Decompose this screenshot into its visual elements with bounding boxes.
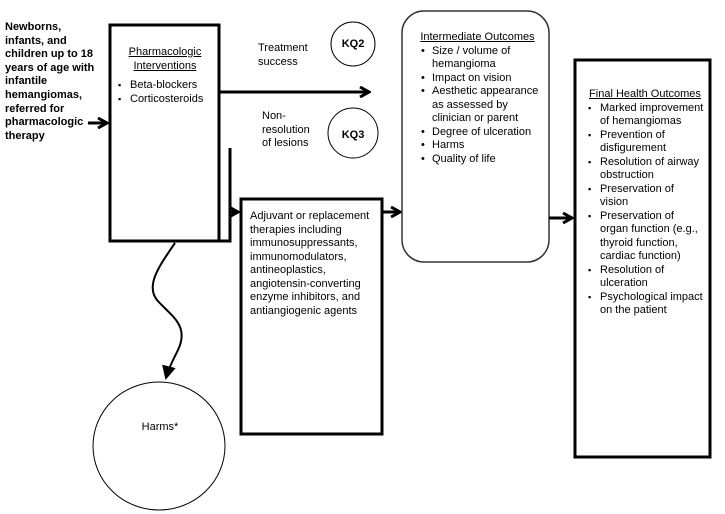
final-outcome-item: Preservation of vision — [586, 183, 704, 210]
intermediate-outcome-item: Impact on vision — [418, 72, 540, 86]
pharmacologic-box-content: Pharmacologic Interventions Beta-blocker… — [112, 46, 218, 106]
adjuvant-therapies-box — [239, 197, 384, 436]
final-outcome-item: Psychological impact on the patient — [586, 291, 704, 318]
harms-arrow — [151, 242, 183, 380]
pharmacologic-list: Beta-blockers Corticosteroids — [112, 79, 218, 106]
intermediate-outcome-item: Quality of life — [418, 153, 540, 167]
final-outcome-item: Marked improvement of hemangiomas — [586, 102, 704, 129]
pharmacologic-title: Pharmacologic Interventions — [128, 46, 202, 72]
final-health-outcomes-list: Marked improvement of hemangiomas Preven… — [586, 102, 704, 318]
non-resolution-connector — [219, 208, 232, 243]
final-outcome-item: Prevention of disfigurement — [586, 129, 704, 156]
harms-label: Harms* — [141, 421, 179, 433]
treatment-success-label: Treatment success — [258, 42, 308, 68]
population-label: Newborns, infants, and children up to 18… — [5, 21, 95, 142]
intermediate-outcome-item: Harms — [418, 139, 540, 153]
intermediate-outcomes-list: Size / volume of hemangioma Impact on vi… — [410, 45, 540, 167]
final-outcome-item: Resolution of airway obstruction — [586, 156, 704, 183]
kq2-label: KQ2 — [341, 38, 365, 50]
kq2-circle — [330, 21, 376, 67]
intermediate-outcomes-content: Intermediate Outcomes Size / volume of h… — [410, 31, 545, 166]
non-resolution-label: Non-resolution of lesions — [262, 110, 310, 149]
intermediate-outcome-item: Size / volume of hemangioma — [418, 45, 540, 72]
pharmacologic-item: Corticosteroids — [116, 93, 218, 107]
final-health-outcomes-title: Final Health Outcomes — [589, 88, 701, 100]
final-outcome-item: Resolution of ulceration — [586, 264, 704, 291]
pharmacologic-interventions-box — [108, 23, 221, 243]
kq3-circle — [327, 107, 379, 159]
harms-circle — [92, 381, 226, 511]
kq3-label: KQ3 — [341, 129, 365, 141]
final-outcome-item: Preservation of organ function (e.g., th… — [586, 210, 704, 264]
pharmacologic-item: Beta-blockers — [116, 79, 218, 93]
adjuvant-therapies-text: Adjuvant or replacement therapies includ… — [250, 210, 370, 317]
intermediate-outcomes-title: Intermediate Outcomes — [420, 31, 535, 43]
intermediate-outcome-item: Aesthetic appearance as assessed by clin… — [418, 85, 540, 126]
final-health-outcomes-content: Final Health Outcomes Marked improvement… — [586, 88, 704, 318]
intermediate-outcome-item: Degree of ulceration — [418, 126, 540, 140]
